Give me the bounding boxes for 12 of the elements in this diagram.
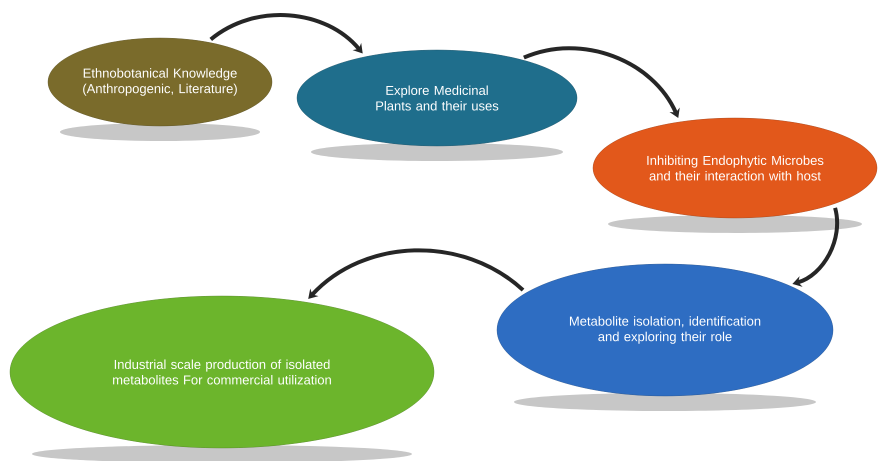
ellipse-node	[496, 264, 834, 396]
ellipse-node	[296, 50, 578, 146]
node-text: Ethnobotanical Knowledge (Anthropogenic, Literature)	[83, 68, 237, 96]
node-text: Industrial scale production of isolated metabolites For commercial utilization	[113, 359, 331, 385]
ellipse-node	[592, 118, 878, 218]
ellipse-node	[10, 296, 434, 448]
ellipse-node	[48, 38, 272, 126]
node-text: Metabolite isolation, identification and exploring their role	[570, 316, 760, 344]
node-text: Explore Medicinal Plants and their uses	[376, 85, 498, 111]
node-text: Inhibiting Endophytic Microbes and their interaction with host	[647, 155, 824, 181]
curved-arrow	[210, 13, 363, 54]
curved-arrow	[308, 248, 524, 299]
